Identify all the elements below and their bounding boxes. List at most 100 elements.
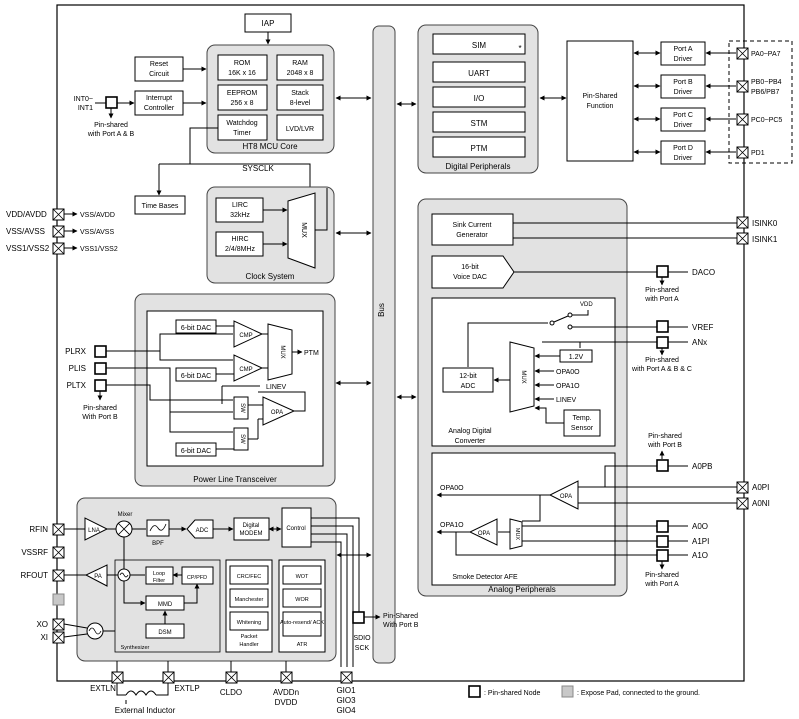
mmd-label: MMD [158, 602, 173, 608]
opa1-label: OPA [478, 531, 490, 537]
loop-sub: Filter [153, 578, 165, 584]
hirc-freq: 2/4/8MHz [225, 246, 255, 253]
mcu-core-title: HT8 MCU Core [242, 142, 298, 151]
pl-shared-label-2: With Port B [82, 414, 118, 421]
pl-dac1-label: 6-bit DAC [181, 325, 211, 332]
rom-size: 16K x 16 [228, 70, 256, 77]
ack-label: Auto-resend/ ACK [280, 620, 324, 626]
anx-shared-label: Pin-shared [645, 357, 679, 364]
sck-label: SCK [355, 645, 370, 652]
pl-cmp2-label: CMP [239, 367, 252, 373]
int-shared-label: Pin-shared [94, 122, 128, 129]
power-pins: VDD/AVDD VSS/AVDD VSS/AVSS VSS/AVSS VSS1… [6, 208, 118, 255]
uart-label: UART [468, 69, 490, 78]
wor-label: WOR [295, 597, 308, 603]
vdd-pin-label: VSS/AVDD [80, 212, 115, 219]
pc-pin-label: PC0~PC5 [751, 117, 782, 124]
opa0o-label: OPA0O [440, 485, 464, 492]
clock-system-title: Clock System [246, 272, 295, 281]
time-bases-label: Time Bases [142, 203, 179, 210]
cp-label: CP/PFD [187, 575, 207, 581]
ram-label: RAM [292, 60, 308, 67]
psf-label-2: Function [587, 103, 614, 110]
stack-label: Stack [291, 90, 309, 97]
vssrf-label: VSSRF [21, 548, 48, 557]
opa0-label: OPA [560, 494, 572, 500]
vss-pin-label: VSS/AVSS [80, 229, 114, 236]
legend-pad-icon [561, 685, 574, 698]
afe-mux-label: MUX [514, 528, 520, 541]
lvd-label: LVD/LVR [286, 126, 314, 133]
rf-transceiver: LNA Mixer BPF ADC Digital MODEM Control … [20, 497, 419, 715]
int-pin-label: INT0~ [74, 96, 93, 103]
daco-shared-label-2: with Port A [644, 296, 679, 303]
daco-shared-label: Pin-shared [645, 287, 679, 294]
a1-shared-label-2: with Port A [644, 581, 679, 588]
a0pi-label: A0PI [752, 483, 769, 492]
pl-cmp1-label: CMP [239, 333, 252, 339]
a0pb-label: A0PB [692, 462, 712, 471]
port-c-driver-label: Port C [673, 112, 693, 119]
vdd-pin-name: VDD/AVDD [6, 210, 47, 219]
port-d-driver-label: Port D [673, 145, 693, 152]
extln-label: EXTLN [90, 684, 116, 693]
sdio-shared-label: Pin-Shared [383, 613, 418, 620]
daco-label: DACO [692, 268, 715, 277]
int-shared-label-2: with Port A & B [87, 131, 135, 138]
a1o-label: A1O [692, 551, 708, 560]
sink-sub: Generator [456, 232, 488, 239]
dsm-label: DSM [158, 630, 171, 636]
watchdog-sub: Timer [233, 130, 251, 137]
adc-mux-label: MUX [520, 370, 526, 383]
mixer-label: Mixer [118, 512, 133, 518]
gio4-label: GIO4 [336, 706, 356, 715]
clock-mux [287, 192, 316, 269]
pl-opa-label: OPA [271, 410, 283, 416]
port-b-driver-label: Port B [673, 79, 693, 86]
manchester-label: Manchester [235, 597, 264, 603]
sysclk-label: SYSCLK [242, 164, 274, 173]
xo-label: XO [36, 620, 48, 629]
eeprom-label: EEPROM [227, 90, 258, 97]
pl-sw1-label: SW [239, 403, 245, 413]
a1pi-label: A1PI [692, 537, 709, 546]
iap-label: IAP [262, 19, 275, 28]
rf-adc-label: ADC [196, 528, 209, 534]
control-label: Control [286, 526, 305, 532]
adc-label: 12-bit [459, 373, 477, 380]
sdio-shared-label-2: With Port B [383, 622, 419, 629]
stm-label: STM [471, 119, 488, 128]
modem-label: Digital [243, 523, 260, 529]
pa-pin-label: PA0~PA7 [751, 51, 781, 58]
pl-dac3-label: 6-bit DAC [181, 448, 211, 455]
legend: : Pin-shared Node : Expose Pad, connecte… [468, 685, 700, 698]
temp-label: Temp. [572, 415, 591, 422]
vss-pin-name: VSS/AVSS [6, 227, 45, 236]
pl-sw2-label: SW [239, 434, 245, 444]
expose-pad [52, 593, 65, 606]
rfout-label: RFOUT [20, 571, 48, 580]
port-pins-frame [728, 40, 793, 164]
port-a-driver-sub: Driver [674, 56, 693, 63]
anx-shared-label-2: with Port A & B & C [631, 366, 692, 373]
adc-block-sub: Converter [455, 438, 486, 445]
rfin-label: RFIN [29, 525, 48, 534]
io-label: I/O [474, 94, 485, 103]
dvdd-label: DVDD [275, 698, 298, 707]
isink0-label: ISINK0 [752, 219, 778, 228]
stack-size: 8-level [290, 100, 311, 107]
lirc-freq: 32kHz [230, 212, 250, 219]
a1-shared-label: Pin-shared [645, 572, 679, 579]
pb-pin-label: PB0~PB4 [751, 79, 782, 86]
digital-peripherals-title: Digital Peripherals [446, 162, 511, 171]
bus-bar [372, 25, 396, 664]
port-a-driver-label: Port A [673, 46, 692, 53]
ram-size: 2048 x 8 [287, 70, 314, 77]
atr-label: ATR [297, 642, 308, 648]
sim-label: SIM [472, 41, 487, 50]
clock-system: Clock System LIRC 32kHz HIRC 2/4/8MHz MU… [206, 186, 335, 284]
vss1-pin-label: VSS1/VSS2 [80, 246, 118, 253]
mux-opa0o-label: OPA0O [556, 369, 580, 376]
sim-mark: * [518, 44, 521, 53]
